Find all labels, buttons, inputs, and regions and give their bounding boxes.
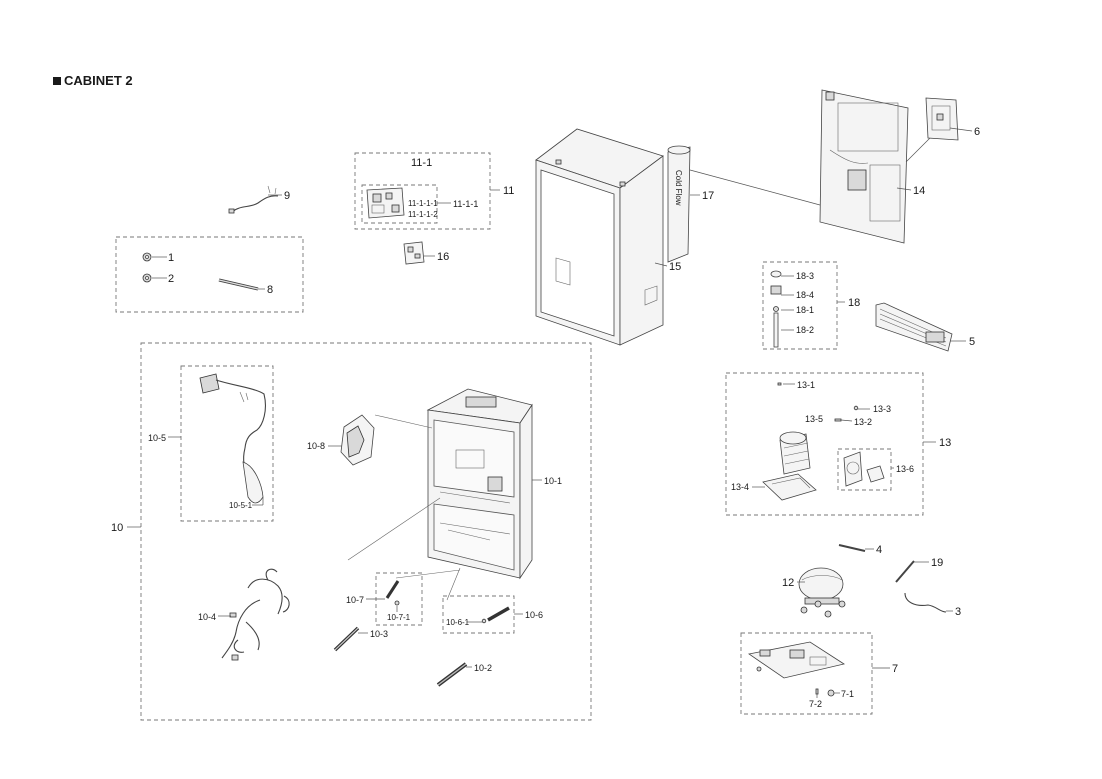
label-7-2: 7-2 [809, 699, 822, 709]
box-11-1-1 [361, 184, 438, 224]
label-10-2: 10-2 [474, 663, 492, 673]
part-12-compressor [798, 567, 846, 618]
leader-lines [127, 127, 973, 698]
box-13 [725, 372, 924, 516]
part-10-1-liner [426, 388, 533, 580]
part-19-pipe [895, 560, 915, 583]
part-13-components [762, 382, 885, 501]
part-18-foot [770, 270, 782, 348]
callout-labels: 9 1 2 8 11-1 11-1-1-1 11-1-1-2 11-1-1 11… [111, 126, 980, 709]
label-10-7: 10-7 [346, 595, 364, 605]
part-3-pipe [904, 592, 947, 613]
heading-square-icon [53, 76, 61, 85]
box-7 [740, 632, 873, 715]
label-13-3: 13-3 [873, 404, 891, 414]
part-10-6-rail [481, 606, 510, 624]
part-10-4-harness [221, 568, 290, 661]
lead-lines-10 [347, 497, 461, 601]
box-13-6 [837, 448, 892, 491]
part-2-nut [142, 273, 152, 283]
label-18-1: 18-1 [796, 305, 814, 315]
label-10-8: 10-8 [307, 441, 325, 451]
label-10-1: 10-1 [544, 476, 562, 486]
part-16-pcb [403, 241, 425, 265]
part-5-grille [875, 302, 953, 352]
label-13-5: 13-5 [805, 414, 823, 424]
part-7-panel [747, 641, 846, 697]
box-18 [762, 261, 838, 350]
part-10-3-rail [333, 626, 360, 652]
part-15-cabinet [535, 128, 664, 346]
label-11: 11 [503, 185, 514, 197]
duct-text: Cold Flow [674, 170, 683, 206]
label-16: 16 [437, 251, 449, 263]
label-13-6: 13-6 [896, 464, 914, 474]
label-11-1: 11-1 [411, 157, 432, 169]
label-8: 8 [267, 284, 273, 296]
label-10-3: 10-3 [370, 629, 388, 639]
label-10-5-1: 10-5-1 [229, 501, 253, 510]
label-6: 6 [974, 126, 980, 138]
label-7: 7 [892, 663, 898, 675]
label-17: 17 [702, 190, 714, 202]
part-9-wire [228, 185, 279, 214]
label-10-7-1: 10-7-1 [387, 613, 411, 622]
label-15: 15 [669, 261, 681, 273]
label-12: 12 [782, 577, 794, 589]
label-18-3: 18-3 [796, 271, 814, 281]
label-1: 1 [168, 252, 174, 264]
lead-10-8-to-liner [374, 414, 433, 429]
box-1-2-8 [115, 236, 304, 313]
part-11-pcb [366, 187, 405, 219]
part-1-nut [142, 252, 152, 262]
label-11-1-1-1: 11-1-1-1 [408, 199, 438, 208]
label-13-2: 13-2 [854, 417, 872, 427]
label-10-4: 10-4 [198, 612, 216, 622]
label-14: 14 [913, 185, 925, 197]
box-10-6 [442, 595, 515, 634]
label-10: 10 [111, 522, 123, 534]
part-6-cover [925, 97, 959, 141]
label-7-1: 7-1 [841, 689, 854, 699]
label-5: 5 [969, 336, 975, 348]
label-10-5: 10-5 [148, 433, 166, 443]
part-14-back-panel [819, 89, 909, 244]
label-19: 19 [931, 557, 943, 569]
box-10-5 [180, 365, 274, 522]
part-17-duct: Cold Flow [667, 145, 691, 263]
label-4: 4 [876, 544, 882, 556]
part-10-2-rail [436, 662, 468, 687]
label-18: 18 [848, 297, 860, 309]
label-11-1-1-2: 11-1-1-2 [408, 210, 438, 219]
label-18-4: 18-4 [796, 290, 814, 300]
label-11-1-1: 11-1-1 [453, 199, 478, 209]
label-10-6-1: 10-6-1 [446, 618, 470, 627]
part-8-rod [218, 278, 259, 291]
label-13-4: 13-4 [731, 482, 749, 492]
part-10-5-harness [199, 373, 266, 504]
label-3: 3 [955, 606, 961, 618]
part-10-8-bracket [340, 414, 375, 466]
label-10-6: 10-6 [525, 610, 543, 620]
label-2: 2 [168, 273, 174, 285]
box-10 [140, 342, 592, 721]
part-4-pipe [838, 544, 866, 552]
label-18-2: 18-2 [796, 325, 814, 335]
heading-text: CABINET 2 [64, 73, 133, 88]
section-heading: CABINET 2 [53, 73, 133, 88]
label-13-1: 13-1 [797, 380, 815, 390]
label-13: 13 [939, 437, 951, 449]
label-9: 9 [284, 190, 290, 202]
part-10-7-bracket [385, 580, 400, 606]
